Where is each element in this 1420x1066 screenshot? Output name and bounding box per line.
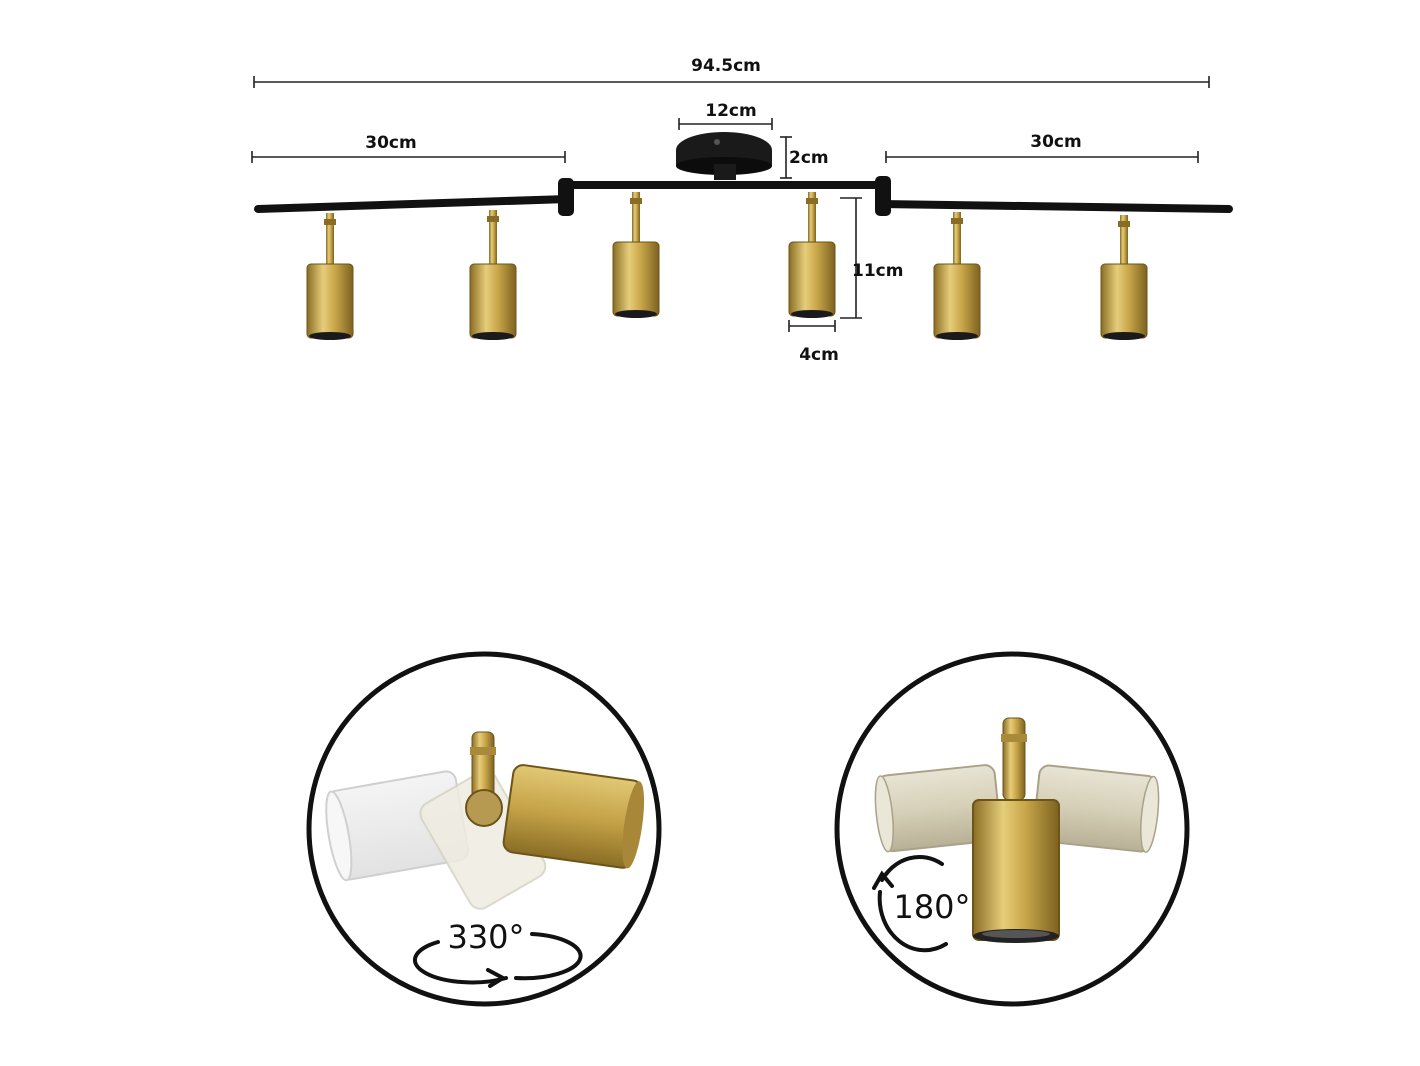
spotlight-shade	[612, 241, 660, 317]
spotlight-shade	[788, 241, 836, 317]
spotlight-knuckle	[630, 198, 642, 204]
swivel-rotate-arrow-icon	[412, 932, 583, 985]
spotlight-lens	[936, 332, 978, 340]
tilt-shade-right	[1032, 764, 1160, 853]
tilt-detail: 180°	[834, 651, 1190, 1007]
spotlight-4	[788, 192, 836, 318]
base-diameter-label: 12cm	[705, 101, 756, 121]
dimension-lines	[251, 76, 1210, 332]
tilt-shade-left	[874, 764, 1002, 853]
spot-height-label: 11cm	[852, 261, 903, 281]
spotlight-knuckle	[806, 198, 818, 204]
spotlight-stem	[808, 192, 816, 242]
left-joint	[558, 178, 574, 216]
light-fixture	[254, 132, 1233, 216]
spotlight-stem	[1120, 215, 1128, 264]
spotlight-knuckle	[324, 219, 336, 225]
left-arm-label: 30cm	[365, 133, 416, 153]
spotlight-shade	[469, 263, 517, 339]
base-height-label: 2cm	[789, 148, 829, 168]
swivel-degree-label: 330°	[447, 918, 524, 956]
spotlight-shade	[1100, 263, 1148, 339]
swivel-brass-shade	[502, 764, 645, 869]
spotlight-knuckle	[951, 218, 963, 224]
spotlight-lens	[309, 332, 351, 340]
tilt-rotate-arrow-icon	[877, 854, 948, 953]
spotlight-stem	[632, 192, 640, 242]
spotlight-stem	[953, 212, 961, 264]
spotlight-5	[933, 212, 981, 340]
spotlight-shade	[933, 263, 981, 339]
spotlight-6	[1100, 215, 1148, 340]
spotlight-1	[306, 213, 354, 340]
spotlight-lens	[615, 310, 657, 318]
spotlights	[306, 192, 1148, 340]
left-arm-bar	[254, 195, 572, 213]
spotlight-knuckle	[1118, 221, 1130, 227]
tilt-stem	[1002, 717, 1026, 801]
spotlight-2	[469, 210, 517, 340]
spotlight-stem	[326, 213, 334, 264]
swivel-detail: 330°	[306, 651, 662, 1007]
spotlight-shade	[306, 263, 354, 339]
spot-diameter-label: 4cm	[799, 345, 839, 365]
spotlight-lens	[1103, 332, 1145, 340]
spotlight-stem	[489, 210, 497, 264]
spotlight-lens	[791, 310, 833, 318]
spotlight-3	[612, 192, 660, 318]
right-arm-label: 30cm	[1030, 132, 1081, 152]
right-joint	[875, 176, 891, 216]
spotlight-knuckle	[487, 216, 499, 222]
spotlight-lens	[472, 332, 514, 340]
right-arm-bar	[878, 200, 1233, 213]
total-length-label: 94.5cm	[691, 56, 761, 76]
tilt-degree-label: 180°	[893, 888, 970, 926]
tilt-brass-shade	[972, 799, 1060, 943]
